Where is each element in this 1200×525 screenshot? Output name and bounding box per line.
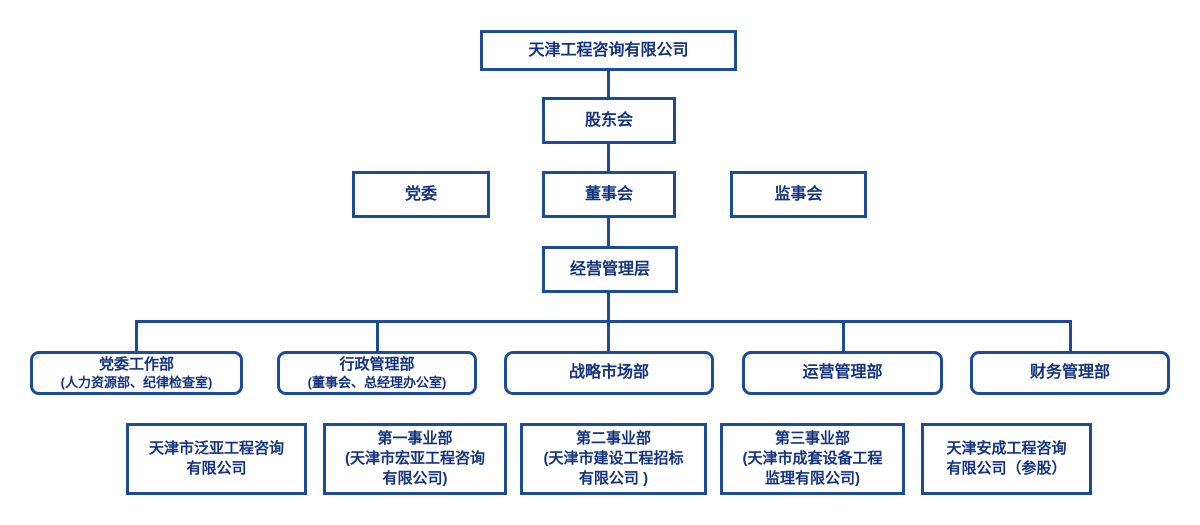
node-sub-fanya-consulting: 天津市泛亚工程咨询 有限公司 — [126, 423, 307, 495]
node-label: (天津市宏亚工程咨询 — [345, 450, 485, 467]
node-label: 有限公司（参股） — [946, 460, 1067, 477]
node-supervisory-board: 监事会 — [730, 171, 867, 218]
node-label: 有限公司 ) — [578, 470, 649, 487]
node-shareholders-meeting: 股东会 — [542, 97, 676, 144]
node-label: 党委工作部 — [98, 356, 174, 373]
node-label: 监理有限公司) — [765, 470, 860, 487]
connector-board-management — [607, 217, 610, 247]
node-label: 第一事业部 — [377, 430, 453, 447]
node-label: 党委 — [404, 185, 437, 203]
node-dept-operations: 运营管理部 — [742, 351, 943, 395]
node-label: 天津市泛亚工程咨询 — [148, 440, 284, 457]
node-board-of-directors: 董事会 — [542, 171, 676, 218]
node-dept-admin: 行政管理部 (董事会、总经理办公室) — [277, 351, 477, 395]
node-label: 天津工程咨询有限公司 — [528, 41, 689, 59]
node-label: 股东会 — [584, 111, 633, 129]
node-label: 有限公司) — [382, 470, 448, 487]
node-sub-division-2: 第二事业部 (天津市建设工程招标 有限公司 ) — [520, 423, 707, 495]
node-label: 经营管理层 — [569, 260, 650, 278]
node-sub-ancheng-consulting: 天津安成工程咨询 有限公司（参股） — [921, 423, 1092, 495]
connector-drop-dept-4 — [842, 321, 845, 352]
connector-drop-dept-1 — [135, 321, 138, 352]
node-label: 第三事业部 — [774, 430, 850, 447]
node-management-level: 经营管理层 — [542, 246, 678, 293]
node-dept-finance: 财务管理部 — [970, 351, 1170, 395]
node-sublabel: (董事会、总经理办公室) — [307, 375, 447, 390]
node-root-company: 天津工程咨询有限公司 — [480, 30, 737, 71]
node-sublabel: (人力资源部、纪律检查室) — [60, 375, 213, 390]
connector-depts-horizontal — [135, 320, 1072, 323]
node-label: 行政管理部 — [339, 356, 415, 373]
node-label: 天津安成工程咨询 — [946, 440, 1067, 457]
node-label: 第二事业部 — [575, 430, 651, 447]
node-label: 财务管理部 — [1029, 364, 1110, 381]
connector-drop-dept-5 — [1069, 321, 1072, 352]
node-label: 战略市场部 — [568, 364, 649, 381]
node-label: 董事会 — [584, 185, 633, 203]
node-party-committee: 党委 — [352, 171, 490, 218]
node-label: 监事会 — [774, 185, 823, 203]
node-label: (天津市成套设备工程 — [742, 450, 883, 467]
connector-shareholders-board — [607, 143, 610, 172]
connector-root-shareholders — [607, 70, 610, 98]
node-label: (天津市建设工程招标 — [543, 450, 684, 467]
node-sub-division-1: 第一事业部 (天津市宏亚工程咨询 有限公司) — [323, 423, 507, 495]
node-sub-division-3: 第三事业部 (天津市成套设备工程 监理有限公司) — [720, 423, 905, 495]
node-dept-party-work: 党委工作部 (人力资源部、纪律检查室) — [30, 351, 243, 395]
node-label: 运营管理部 — [802, 364, 883, 381]
node-dept-strategy-market: 战略市场部 — [504, 351, 714, 395]
connector-drop-dept-2 — [376, 321, 379, 352]
node-label: 有限公司 — [186, 460, 247, 477]
